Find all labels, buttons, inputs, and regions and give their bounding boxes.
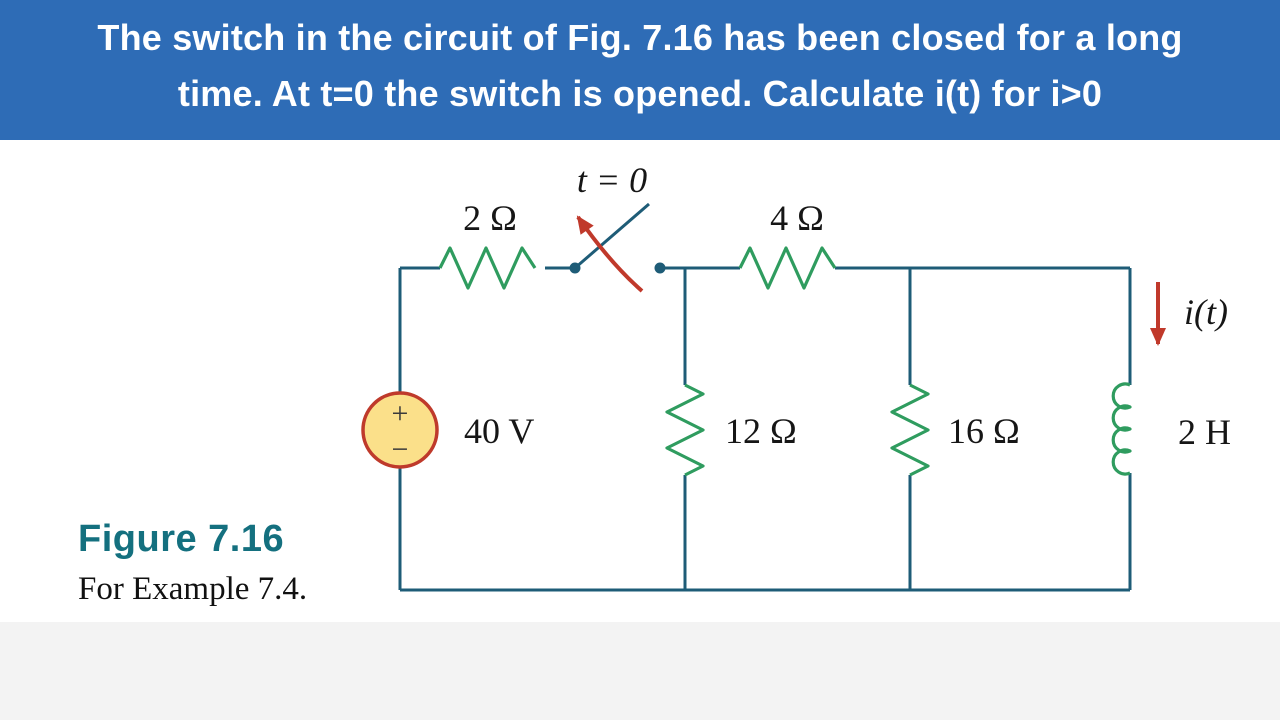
switch-contact-left [569, 262, 581, 274]
circuit-diagram: + − 2 Ω t = 0 4 Ω 40 V 12 Ω 16 Ω 2 H i(t… [361, 160, 1231, 592]
label-current: i(t) [1184, 292, 1228, 332]
label-resistor-16ohm: 16 Ω [948, 411, 1020, 451]
source-minus-sign: − [392, 433, 409, 466]
figure-title: Figure 7.16 [78, 518, 285, 560]
label-resistor-2ohm: 2 Ω [463, 198, 517, 238]
circuit-wires [398, 202, 1132, 592]
figure-subtitle: For Example 7.4. [78, 571, 308, 607]
switch-contact-right [654, 262, 666, 274]
label-inductor: 2 H [1178, 412, 1231, 452]
circuit-labels: 2 Ω t = 0 4 Ω 40 V 12 Ω 16 Ω 2 H i(t) [463, 160, 1231, 452]
annotations [576, 215, 1166, 346]
resistor-4ohm [738, 246, 837, 290]
wire-segments [398, 266, 1132, 592]
question-line-2: time. At t=0 the switch is opened. Calcu… [177, 73, 1103, 114]
label-resistor-4ohm: 4 Ω [770, 198, 824, 238]
circuit-components [438, 246, 1132, 477]
inductor-coil [1111, 382, 1132, 476]
source-circle [361, 391, 439, 469]
switch-motion-arrow [576, 215, 644, 293]
figure-caption: Figure 7.16 For Example 7.4. [78, 518, 307, 608]
label-switch-time: t = 0 [577, 160, 647, 200]
resistor-16ohm [890, 383, 930, 477]
resistor-12ohm [665, 383, 705, 477]
question-banner: The switch in the circuit of Fig. 7.16 h… [0, 0, 1280, 140]
switch-arm [574, 202, 650, 270]
question-line-1: The switch in the circuit of Fig. 7.16 h… [97, 17, 1183, 58]
voltage-source: + − [361, 391, 439, 469]
footer-strip [0, 622, 1280, 720]
label-resistor-12ohm: 12 Ω [725, 411, 797, 451]
source-plus-sign: + [392, 397, 409, 430]
resistor-2ohm [438, 246, 537, 290]
label-source-voltage: 40 V [464, 411, 534, 451]
